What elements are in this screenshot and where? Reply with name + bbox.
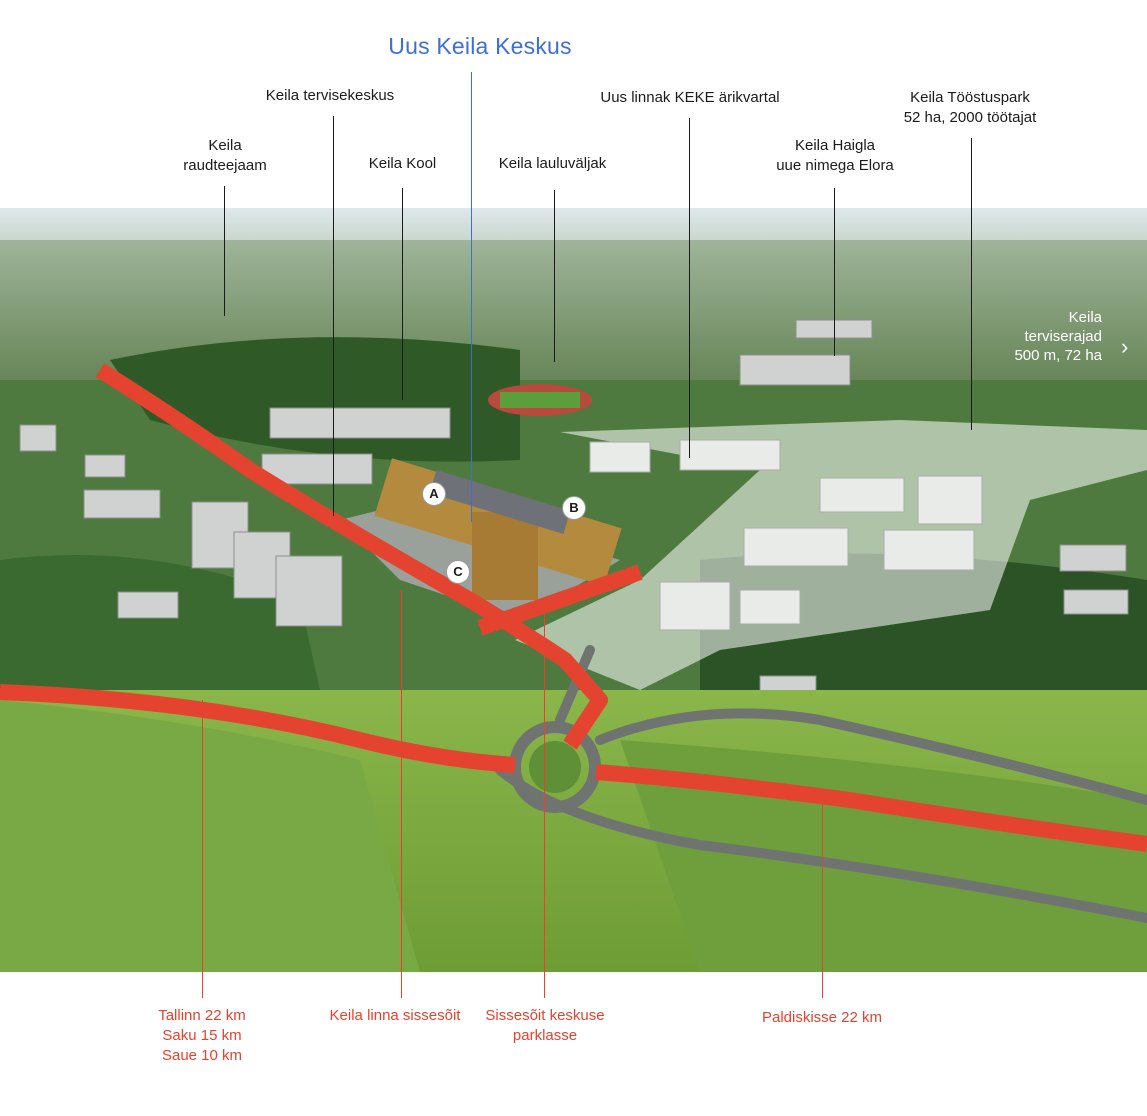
leader-tallinn xyxy=(202,700,203,998)
main-title: Uus Keila Keskus xyxy=(360,33,600,59)
callout-lauluvaljak: Keila lauluväljak xyxy=(480,154,625,174)
callout-tallinn-line1: Tallinn 22 km xyxy=(158,1007,246,1024)
leader-haigla xyxy=(834,188,835,356)
callout-parkla-line2: parklasse xyxy=(512,1027,578,1044)
field-bushes xyxy=(0,700,420,972)
callout-parkla-line1: Sissesõit keskuse xyxy=(485,1007,605,1024)
leader-keke xyxy=(689,118,690,458)
red-routes xyxy=(0,363,1147,852)
leader-tervisekeskus xyxy=(333,116,334,516)
callout-parkla: Sissesõit keskuse parklasse xyxy=(470,1006,620,1046)
leader-linna-sissesoit xyxy=(401,590,402,998)
marker-c[interactable]: C xyxy=(446,560,470,584)
stadium-field xyxy=(500,392,580,408)
callout-haigla-line2: uue nimega Elora xyxy=(776,157,894,174)
callout-toostuspark-line1: Keila Tööstuspark xyxy=(910,89,1030,106)
marker-b[interactable]: B xyxy=(562,496,586,520)
callout-kool: Keila Kool xyxy=(340,154,465,174)
keskus-roof xyxy=(429,470,571,534)
leader-raudteejaam xyxy=(224,186,225,316)
callout-haigla: Keila Haigla uue nimega Elora xyxy=(755,136,915,176)
callout-terviserajad-line3: 500 m, 72 ha xyxy=(1014,347,1102,364)
callout-terviserajad-line1: Keila xyxy=(1068,309,1102,326)
callout-toostuspark: Keila Tööstuspark 52 ha, 2000 töötajat xyxy=(880,88,1060,128)
chevron-right-icon[interactable]: › xyxy=(1121,334,1129,359)
roundabout xyxy=(509,721,601,813)
callout-keke-line1: Uus linnak KEKE ärikvartal xyxy=(600,89,780,106)
callout-raudteejaam-line2: raudteejaam xyxy=(183,157,267,174)
keke-buildings xyxy=(589,439,983,631)
leader-toostuspark xyxy=(971,138,972,430)
keskus-tower xyxy=(472,512,538,600)
main-title-text: Uus Keila Keskus xyxy=(388,33,572,59)
callout-kool-line1: Keila Kool xyxy=(368,155,437,172)
callout-toostuspark-line2: 52 ha, 2000 töötajat xyxy=(903,109,1037,126)
callout-paldiski: Paldiskisse 22 km xyxy=(740,1008,904,1028)
callout-tallinn: Tallinn 22 km Saku 15 km Saue 10 km xyxy=(122,1006,282,1066)
bottom-white xyxy=(0,972,1147,1116)
callout-tallinn-line2: Saku 15 km xyxy=(162,1027,242,1044)
callout-linna-sissesoit: Keila linna sissesõit xyxy=(305,1006,485,1026)
leader-kool xyxy=(402,188,403,400)
callout-tervisekeskus-line1: Keila tervisekeskus xyxy=(265,87,395,104)
leader-lauluvaljak xyxy=(554,190,555,362)
callout-lauluvaljak-line1: Keila lauluväljak xyxy=(498,155,607,172)
callout-terviserajad-line2: terviserajad xyxy=(1024,328,1102,345)
right-slope xyxy=(620,740,1147,972)
callout-tallinn-line3: Saue 10 km xyxy=(161,1047,243,1064)
leader-parkla xyxy=(544,600,545,998)
houses xyxy=(19,319,1131,737)
roundabout-center xyxy=(529,741,581,793)
marker-a[interactable]: A xyxy=(422,482,446,506)
callout-paldiski-line1: Paldiskisse 22 km xyxy=(761,1009,883,1026)
callout-linna-sissesoit-line1: Keila linna sissesõit xyxy=(329,1007,461,1024)
callout-raudteejaam-line1: Keila xyxy=(208,137,242,154)
callout-keke: Uus linnak KEKE ärikvartal xyxy=(580,88,800,108)
main-title-leader xyxy=(471,72,472,522)
callout-haigla-line1: Keila Haigla xyxy=(794,137,876,154)
callout-terviserajad: Keila terviserajad 500 m, 72 ha xyxy=(990,308,1102,365)
leader-paldiski xyxy=(822,790,823,998)
callout-tervisekeskus: Keila tervisekeskus xyxy=(230,86,430,106)
callout-raudteejaam: Keila raudteejaam xyxy=(150,136,300,176)
